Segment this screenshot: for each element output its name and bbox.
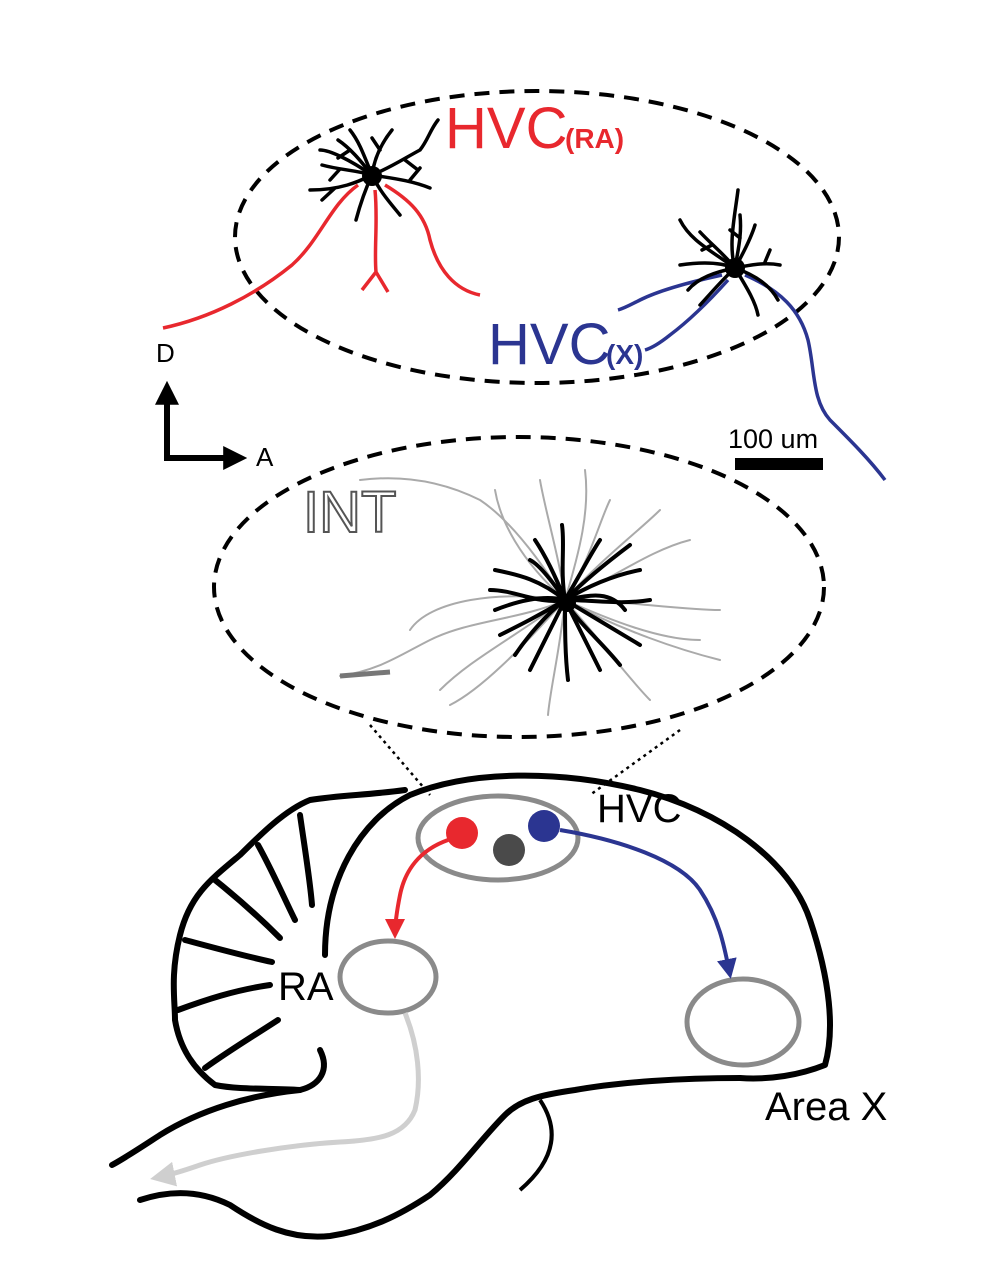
projection-neuron-zoom-ellipse <box>233 89 841 385</box>
interneuron-zoom-ellipse <box>212 435 826 739</box>
axis-dorsal-label: D <box>156 338 175 368</box>
hvc-x-subscript: (X) <box>606 339 643 370</box>
hvc-ra-neuron <box>162 118 481 330</box>
ra-output-arrow <box>150 1012 421 1187</box>
interneuron <box>339 469 721 716</box>
hvc-x-cell-dot <box>528 810 560 842</box>
zoom-connector-left <box>369 724 431 796</box>
area-x-nucleus <box>684 976 802 1068</box>
ra-label: RA <box>278 965 334 1009</box>
area-x-label: Area X <box>765 1085 887 1129</box>
hvc-to-area-x-arrow <box>559 828 737 979</box>
brainstem-inner <box>518 1098 554 1192</box>
hvc-ra-subscript: (RA) <box>565 123 624 154</box>
hvc-x-label: HVC <box>488 312 610 377</box>
scale-bar <box>735 458 823 470</box>
orientation-axes <box>155 380 248 470</box>
hvc-nucleus <box>415 793 581 883</box>
int-label: INT <box>303 480 396 545</box>
interneuron-cell-dot <box>493 834 525 866</box>
hvc-ra-cell-dot <box>446 817 478 849</box>
hvc-to-ra-arrow <box>385 838 449 939</box>
scale-bar-label: 100 um <box>728 424 818 454</box>
hvc-ra-label: HVC <box>445 96 567 161</box>
ra-nucleus <box>337 938 439 1016</box>
hvc-x-neuron <box>617 188 887 482</box>
axis-anterior-label: A <box>256 442 274 472</box>
hvc-label: HVC <box>597 787 681 831</box>
brain-outline <box>109 772 833 1240</box>
